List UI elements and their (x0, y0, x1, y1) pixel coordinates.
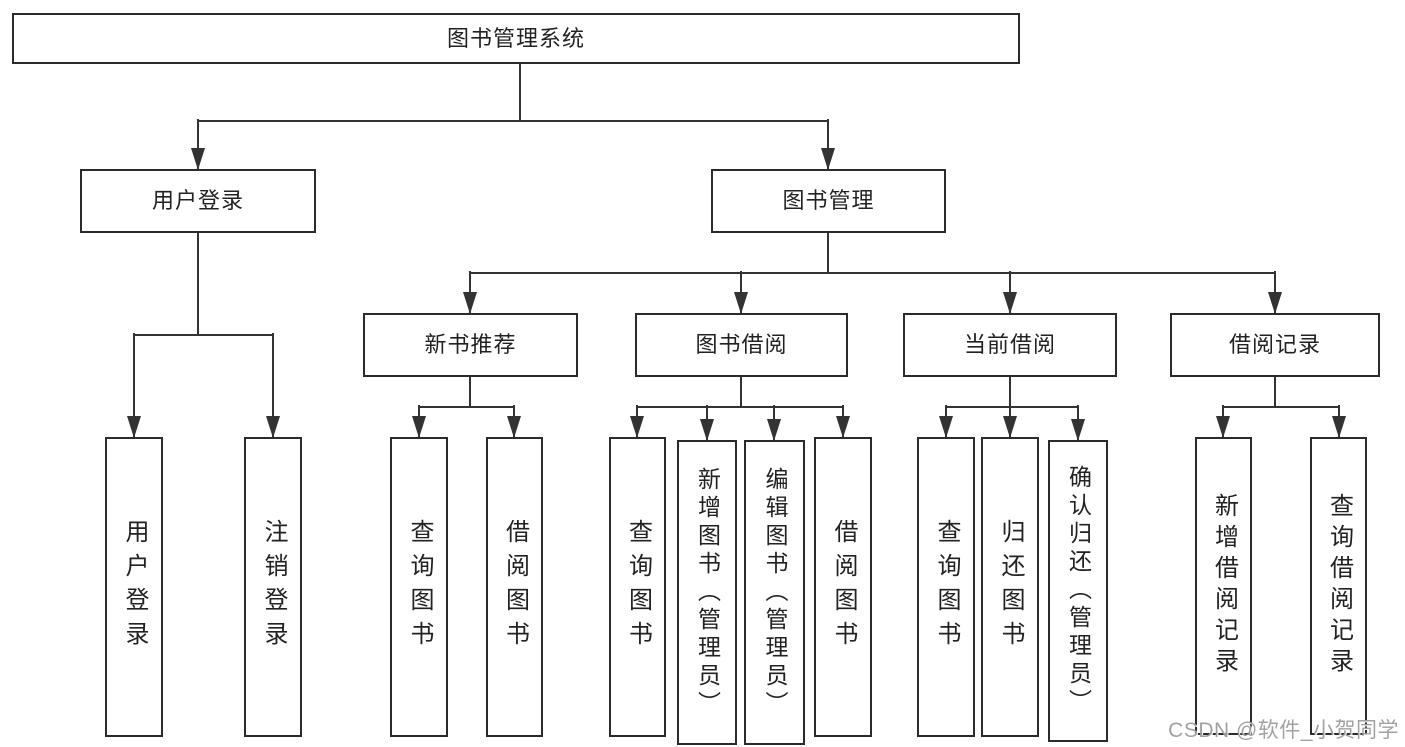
node-bb-query-books: 查询图书 (609, 437, 666, 737)
node-cb-return-books: 归还图书 (981, 437, 1039, 737)
node-bb-borrow-books: 借阅图书 (814, 437, 872, 737)
node-user-login-leaf: 用户登录 (105, 437, 163, 737)
node-br-add-record: 新增借阅记录 (1195, 437, 1252, 735)
node-current-borrow: 当前借阅 (903, 313, 1117, 377)
node-user-login: 用户登录 (80, 169, 316, 233)
node-bb-edit-books-admin: 编辑图书（管理员） (744, 440, 805, 745)
node-book-borrow: 图书借阅 (635, 313, 848, 377)
node-br-query-record: 查询借阅记录 (1310, 437, 1367, 735)
node-bb-add-books-admin: 新增图书（管理员） (677, 440, 737, 745)
node-book-management: 图书管理 (711, 169, 946, 233)
node-root-system: 图书管理系统 (12, 13, 1020, 64)
node-new-book-recommend: 新书推荐 (363, 313, 578, 377)
node-nbr-borrow-books: 借阅图书 (486, 437, 543, 737)
node-nbr-query-books: 查询图书 (390, 437, 448, 737)
csdn-watermark: CSDN @软件_小贺同学 (1168, 719, 1399, 742)
node-borrow-records: 借阅记录 (1170, 313, 1380, 377)
node-cb-query-books: 查询图书 (917, 437, 975, 737)
node-logout-leaf: 注销登录 (244, 437, 302, 737)
node-cb-confirm-return-admin: 确认归还（管理员） (1048, 440, 1108, 742)
